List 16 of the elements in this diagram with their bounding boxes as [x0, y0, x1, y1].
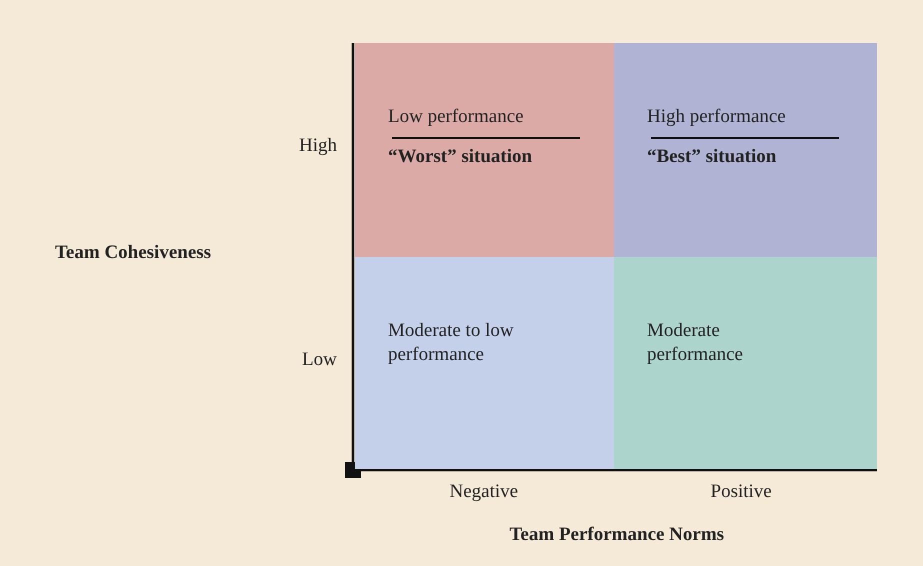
quadrant-subtitle: “Worst” situation [388, 145, 534, 169]
quadrant-cell [355, 43, 614, 257]
axis-title: Team Cohesiveness [55, 242, 212, 264]
axis-tick-label: Low [302, 349, 337, 371]
axis-tick-label: Positive [710, 481, 772, 503]
quadrant-label: High performance [647, 105, 787, 129]
quadrant-cell [355, 257, 614, 469]
quadrant-label: Moderate to low performance [388, 319, 515, 367]
axis-tick-label: High [299, 135, 337, 157]
quadrant-subtitle: “Best” situation [647, 145, 778, 169]
quadrant-cell [614, 43, 877, 257]
axis-tick-label: Negative [450, 481, 518, 503]
quadrant-label: Low performance [388, 105, 525, 129]
axis-title: Team Performance Norms [510, 524, 724, 546]
quadrant-cell [614, 257, 877, 469]
quadrant-label: Moderate performance [647, 319, 744, 367]
